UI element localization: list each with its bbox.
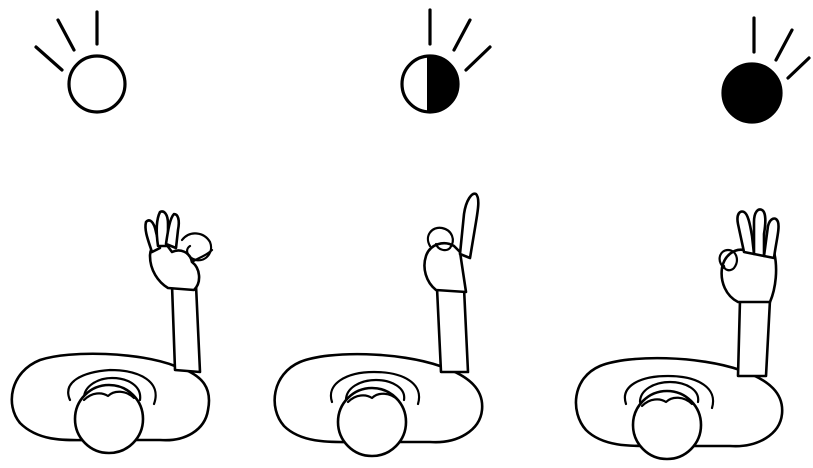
lamp-ray (788, 58, 809, 78)
finger (737, 212, 754, 255)
arm (437, 288, 468, 372)
lamp-bulb-empty (69, 56, 125, 112)
lamp-off-icon (36, 12, 125, 112)
lamp-on-icon (723, 18, 809, 122)
panel-3 (576, 18, 809, 459)
lamp-ray (454, 20, 470, 50)
person-top-view-ok-sign (12, 212, 212, 454)
lamp-ray (36, 47, 62, 70)
lamp-ray (776, 30, 792, 60)
panel-1 (12, 12, 212, 453)
lamp-bulb-filled (723, 64, 781, 122)
person-top-view-index-up (275, 194, 483, 456)
index-finger (460, 194, 478, 258)
lamp-ray (466, 47, 490, 70)
lamp-ray (58, 20, 74, 50)
person-top-view-three-fingers (576, 210, 782, 460)
finger (754, 210, 765, 257)
panel-2 (275, 10, 490, 456)
arm (172, 285, 200, 372)
lamp-half-icon (402, 10, 490, 112)
arm (738, 300, 770, 376)
